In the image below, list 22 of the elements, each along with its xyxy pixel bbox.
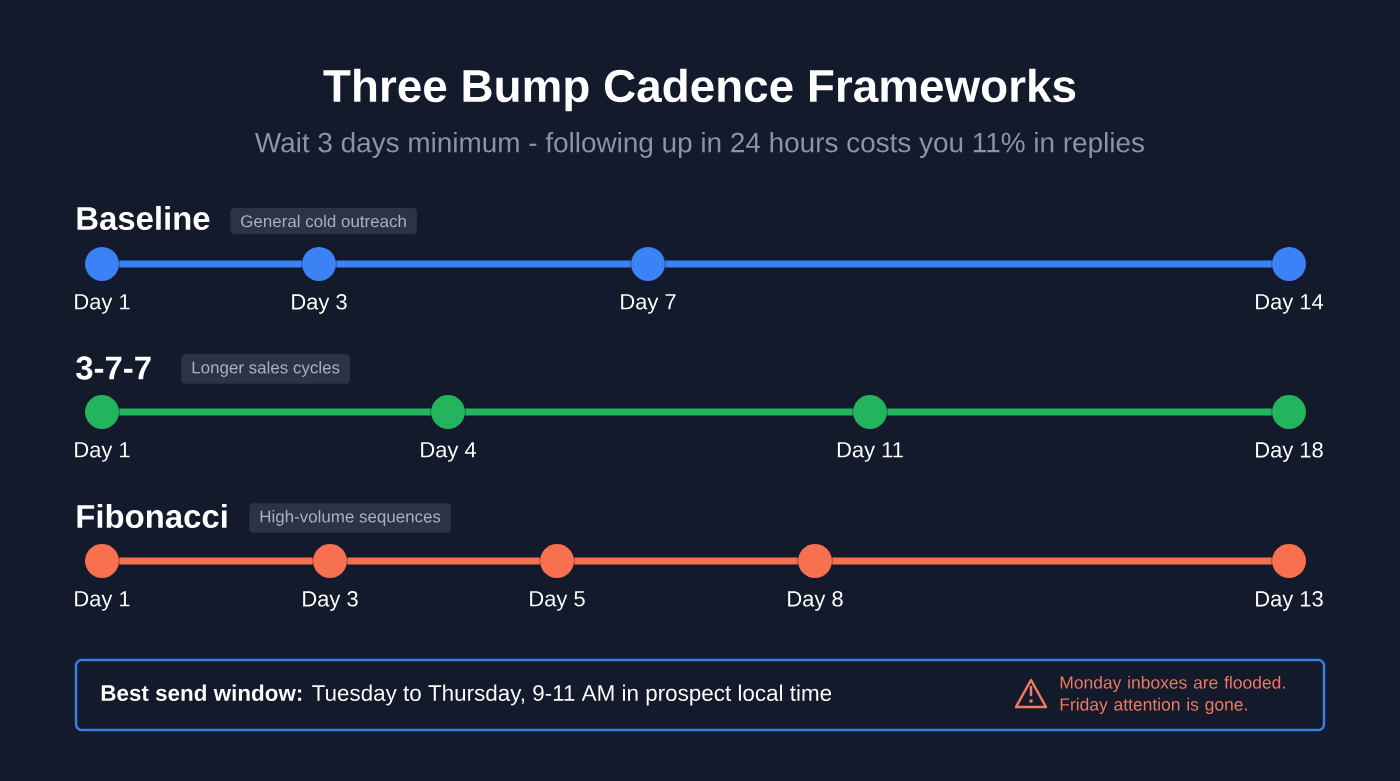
day-label: Day 4 <box>421 442 476 462</box>
day-label: Day 1 <box>75 442 130 462</box>
warning-note: Monday inboxes are flooded. Friday attention is gone. <box>1060 675 1285 715</box>
section-heading: Baseline <box>77 205 210 231</box>
caption: Wait 3 days minimum - following up in 24 hours costs you 11% in replies <box>255 131 1144 159</box>
day-label: Day 18 <box>1256 442 1323 462</box>
tag-label: Longer sales cycles <box>181 354 350 384</box>
day-label: Day 1 <box>75 294 130 314</box>
day-label: Day 14 <box>1256 294 1324 314</box>
day-label: Day 1 <box>75 591 130 611</box>
day-label: Day 3 <box>303 591 358 611</box>
tag-label: High-volume sequences <box>249 503 451 533</box>
day-label: Day 11 <box>837 442 903 462</box>
section-heading: 3-7-7 <box>76 356 151 380</box>
day-label: Day 13 <box>1256 591 1323 611</box>
tag-label: General cold outreach <box>230 207 417 235</box>
day-label: Day 3 <box>292 294 347 314</box>
day-label: Day 8 <box>788 591 843 611</box>
diagram-title: Three Bump Cadence Frameworks <box>323 68 1076 112</box>
section-heading: Fibonacci <box>77 503 227 529</box>
day-label: Day 7 <box>621 294 676 314</box>
day-label: Day 5 <box>530 591 585 611</box>
